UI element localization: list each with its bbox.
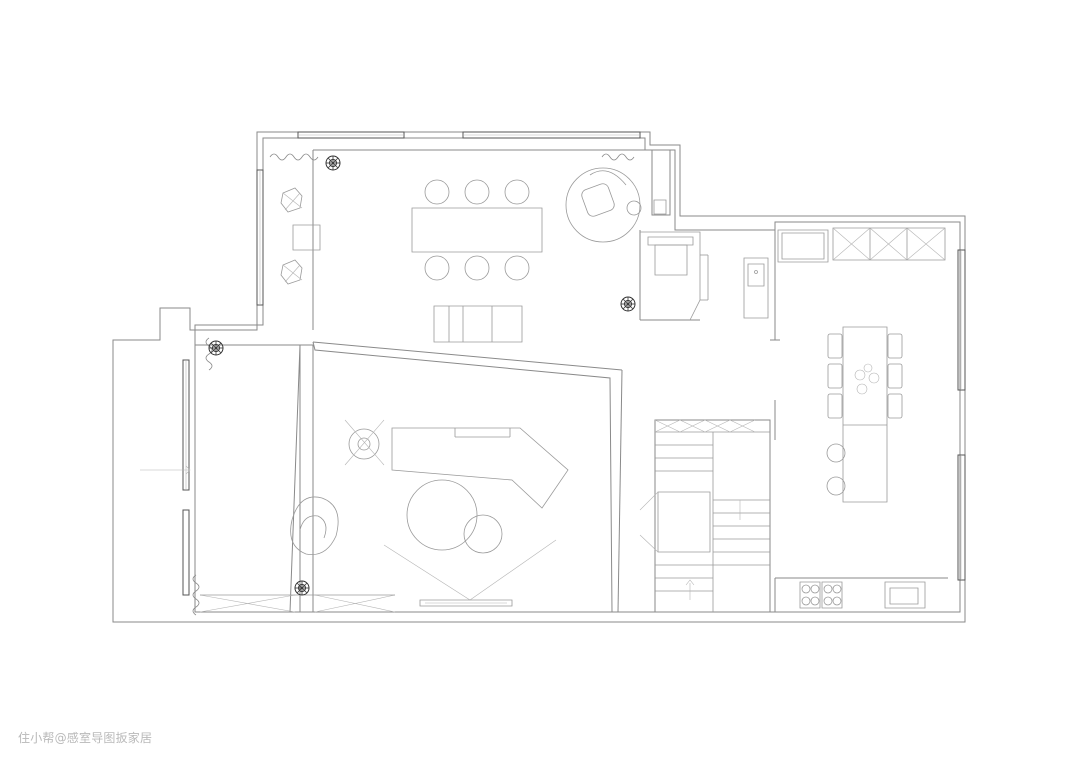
armchair-round-rug — [566, 168, 641, 242]
interior-walls — [195, 150, 948, 612]
potted-plant-icon — [621, 297, 635, 311]
egg-chair — [291, 497, 339, 555]
service-closet — [640, 150, 708, 320]
dining-chair — [505, 256, 529, 280]
kitchen-island — [827, 327, 902, 502]
bar-stool — [827, 444, 845, 462]
dining-chair — [425, 180, 449, 204]
bottom-window — [200, 595, 395, 612]
watermark: 住小帮@感室导图扳家居 — [18, 731, 153, 745]
top-windows — [298, 132, 640, 138]
area-rug — [384, 540, 556, 600]
potted-plant-icon — [326, 156, 340, 170]
tv-console — [420, 600, 512, 606]
lounge-chair-bottom — [281, 260, 302, 284]
living-zone-outline — [290, 342, 622, 612]
kitchen-sink — [885, 582, 925, 608]
entry-arrow — [140, 466, 190, 474]
right-windows — [958, 250, 965, 580]
lounge-chair-top — [281, 188, 302, 212]
potted-plant-icon — [209, 341, 223, 355]
exterior-walls — [113, 132, 965, 622]
left-windows — [183, 170, 263, 595]
kitchen-cabinets-top — [778, 228, 945, 262]
dining-chair — [505, 180, 529, 204]
bench — [434, 306, 522, 342]
side-table — [293, 225, 320, 250]
potted-plant-icon — [295, 581, 309, 595]
staircase — [640, 420, 770, 612]
floor-lamp — [345, 420, 384, 465]
bar-stool — [827, 477, 845, 495]
dining-chair — [425, 256, 449, 280]
dining-table — [412, 208, 542, 252]
wash-basin — [744, 258, 768, 318]
coffee-table — [407, 480, 477, 550]
curtains — [193, 154, 634, 615]
dining-chair — [465, 180, 489, 204]
cooktops — [800, 582, 842, 608]
dining-chair — [465, 256, 489, 280]
dining-set — [412, 180, 542, 280]
side-table — [464, 515, 502, 553]
curved-sofa — [392, 428, 568, 508]
